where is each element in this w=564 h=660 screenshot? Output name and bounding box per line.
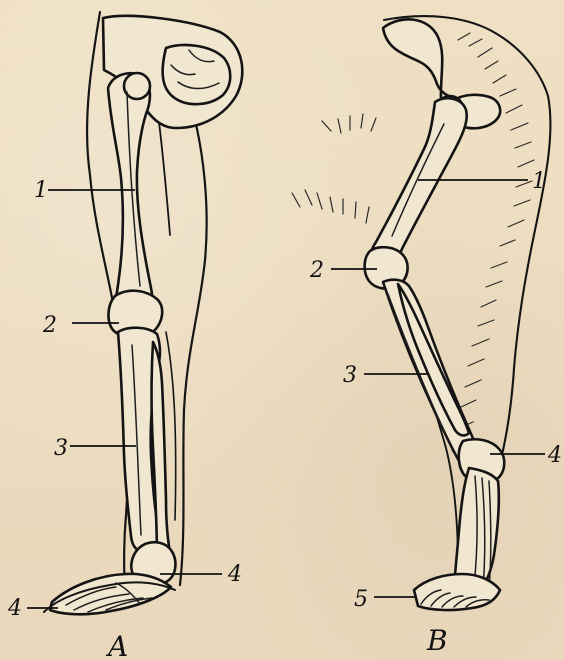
- left-shin-line: [166, 332, 176, 520]
- left-callout-2: 2: [42, 313, 57, 338]
- left-pelvis-inner: [163, 45, 231, 104]
- left-callout-4b: 4: [7, 596, 22, 621]
- right-callout-3: 3: [343, 363, 357, 388]
- left-callout-3: 3: [54, 436, 68, 461]
- right-callout-5: 5: [354, 587, 368, 612]
- right-callout-1: 1: [532, 169, 546, 194]
- right-callout-2: 2: [309, 258, 324, 283]
- left-callout-1: 1: [34, 178, 48, 203]
- left-femoral-head: [124, 73, 150, 99]
- left-panel-human-leg: 1 2 3 4 4 A: [7, 12, 242, 660]
- left-callout-4: 4: [227, 562, 242, 587]
- right-fibula: [398, 284, 469, 435]
- panel-a-label: A: [105, 630, 128, 660]
- right-panel-animal-leg: 1 2 3 4 5 B: [292, 16, 562, 657]
- left-outline-inner: [180, 112, 207, 585]
- panel-b-label: B: [426, 624, 448, 657]
- right-left-fur: [292, 114, 376, 223]
- right-callout-4: 4: [547, 443, 562, 468]
